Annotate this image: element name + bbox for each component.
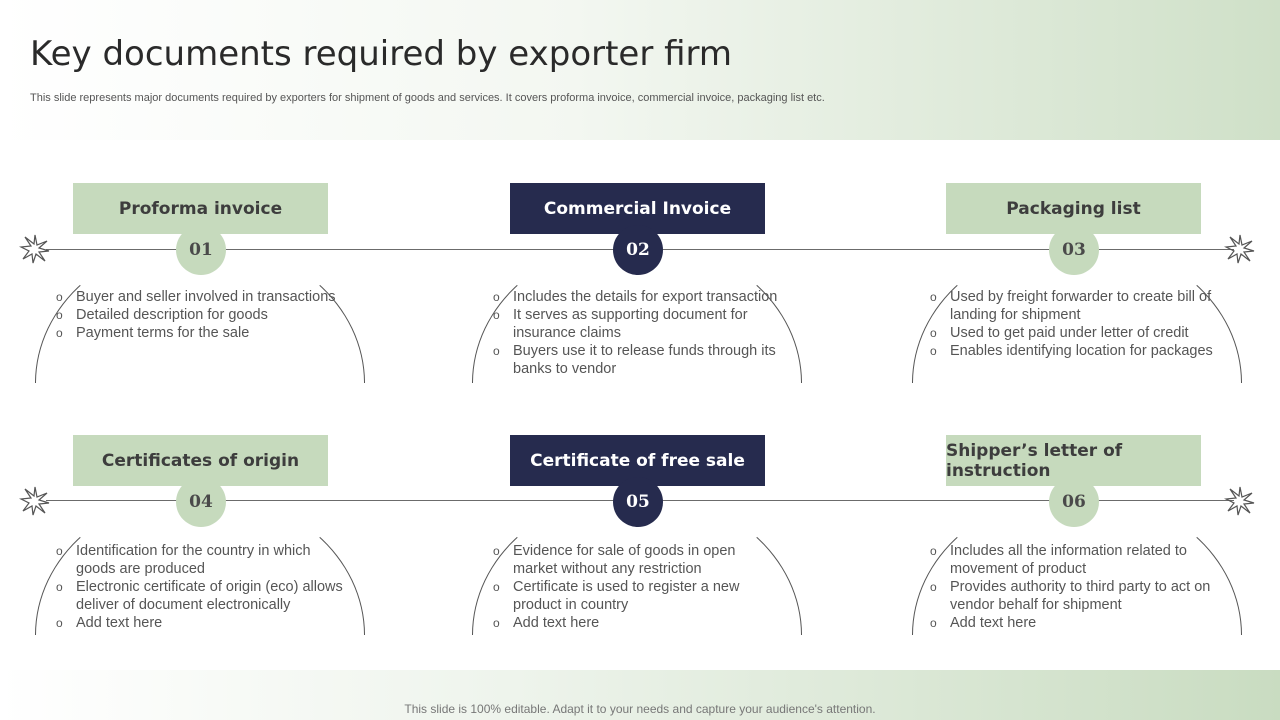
card-bullet-list: Identification for the country in which …: [56, 542, 346, 632]
page-title: Key documents required by exporter firm: [30, 34, 733, 74]
card-label-commercial-invoice: Commercial Invoice: [510, 183, 765, 234]
list-item: Detailed description for goods: [56, 306, 346, 324]
list-item: Add text here: [56, 614, 346, 632]
list-item: Used to get paid under letter of credit: [930, 324, 1220, 342]
card-number-badge: 02: [613, 225, 663, 275]
footer-text: This slide is 100% editable. Adapt it to…: [404, 702, 876, 716]
card-bullet-list: Evidence for sale of goods in open marke…: [493, 542, 783, 632]
list-item: Includes all the information related to …: [930, 542, 1220, 578]
sunburst-icon: [19, 486, 50, 516]
list-item: Used by freight forwarder to create bill…: [930, 288, 1220, 324]
page-subtitle: This slide represents major documents re…: [30, 92, 825, 104]
sunburst-icon: [19, 234, 50, 264]
list-item: Enables identifying location for package…: [930, 342, 1220, 360]
sunburst-icon: [1224, 486, 1255, 516]
card-bullet-list: Used by freight forwarder to create bill…: [930, 288, 1220, 360]
list-item: Provides authority to third party to act…: [930, 578, 1220, 614]
card-bullet-list: Includes the details for export transact…: [493, 288, 783, 378]
card-number-badge: 04: [176, 477, 226, 527]
list-item: Add text here: [493, 614, 783, 632]
sunburst-icon: [1224, 234, 1255, 264]
list-item: Evidence for sale of goods in open marke…: [493, 542, 783, 578]
card-bullet-list: Includes all the information related to …: [930, 542, 1220, 632]
card-number-badge: 06: [1049, 477, 1099, 527]
footer-band: [0, 670, 1280, 720]
list-item: Certificate is used to register a new pr…: [493, 578, 783, 614]
list-item: It serves as supporting document for ins…: [493, 306, 783, 342]
card-bullet-list: Buyer and seller involved in transaction…: [56, 288, 346, 342]
card-number-badge: 01: [176, 225, 226, 275]
list-item: Payment terms for the sale: [56, 324, 346, 342]
card-number-badge: 03: [1049, 225, 1099, 275]
list-item: Electronic certificate of origin (eco) a…: [56, 578, 346, 614]
header-band: [0, 0, 1280, 140]
list-item: Includes the details for export transact…: [493, 288, 783, 306]
card-number-badge: 05: [613, 477, 663, 527]
list-item: Add text here: [930, 614, 1220, 632]
list-item: Identification for the country in which …: [56, 542, 346, 578]
list-item: Buyers use it to release funds through i…: [493, 342, 783, 378]
card-label-certificate-of-free-sale: Certificate of free sale: [510, 435, 765, 486]
list-item: Buyer and seller involved in transaction…: [56, 288, 346, 306]
